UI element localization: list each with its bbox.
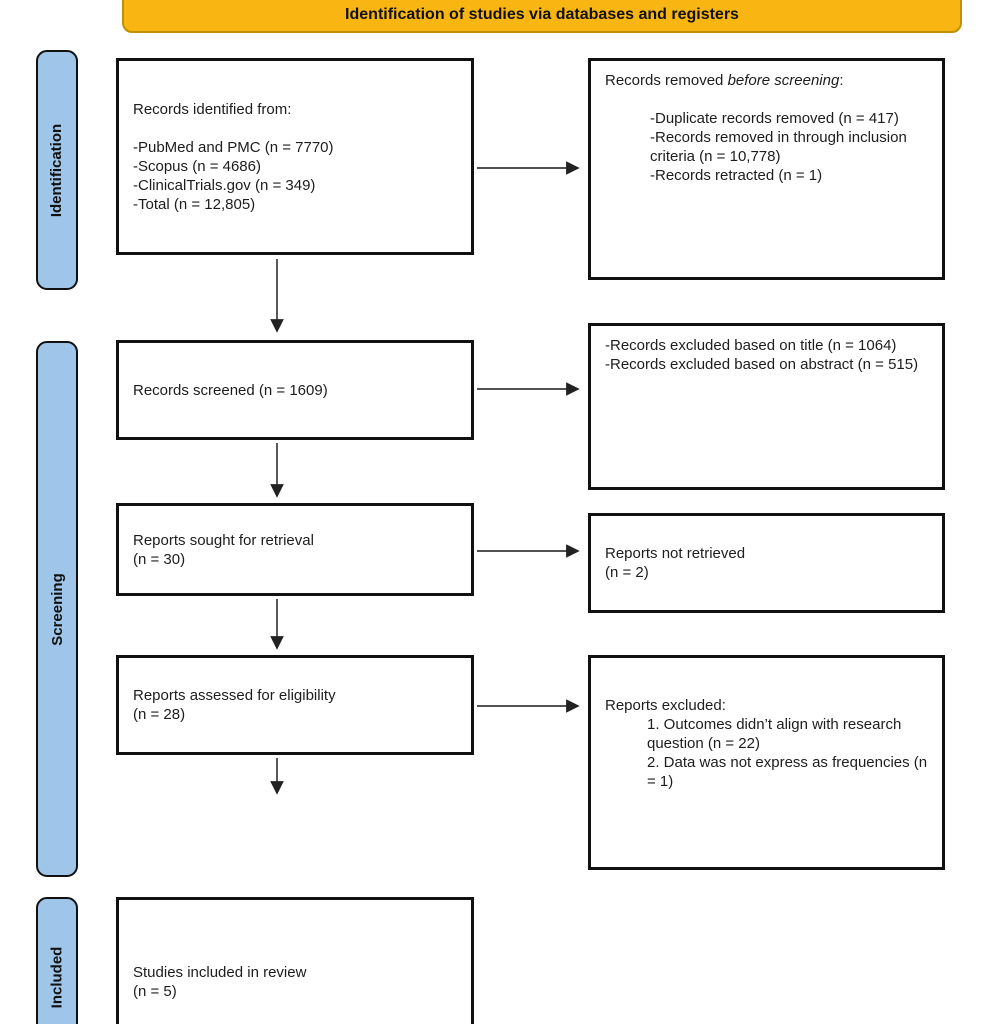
removed-duplicates: -Duplicate records removed (n = 417) xyxy=(650,110,899,127)
box-reports-sought: Reports sought for retrieval (n = 30) xyxy=(116,503,474,596)
excluded-by-abstract: -Records excluded based on abstract (n =… xyxy=(605,356,919,373)
box-studies-included-line2: (n = 5) xyxy=(133,983,177,1000)
box-reports-excluded: Reports excluded: 1. Outcomes didn’t ali… xyxy=(588,655,945,870)
stage-label-included-text: Included xyxy=(48,946,66,1008)
box-records-excluded: -Records excluded based on title (n = 10… xyxy=(588,323,945,490)
diagram-title: Identification of studies via databases … xyxy=(345,6,739,23)
removed-inclusion-criteria: -Records removed in through inclusion cr… xyxy=(650,129,907,165)
box-reports-excluded-title: Reports excluded: xyxy=(605,697,726,714)
source-clinicaltrials: -ClinicalTrials.gov (n = 349) xyxy=(133,176,316,194)
box-studies-included-line1: Studies included in review xyxy=(133,964,307,981)
box-records-identified: Records identified from: -PubMed and PMC… xyxy=(116,58,474,255)
source-scopus: -Scopus (n = 4686) xyxy=(133,157,261,175)
box-reports-not-retrieved: Reports not retrieved (n = 2) xyxy=(588,513,945,613)
box-records-removed-title: Records removed before screening: xyxy=(605,71,928,90)
title-banner: Identification of studies via databases … xyxy=(122,0,962,33)
stage-label-screening: Screening xyxy=(36,341,78,877)
excluded-by-title: -Records excluded based on title (n = 10… xyxy=(605,337,897,354)
stage-label-included: Included xyxy=(36,897,78,1024)
box-records-identified-title: Records identified from: xyxy=(133,100,292,118)
box-records-removed: Records removed before screening: -Dupli… xyxy=(588,58,945,280)
box-reports-not-retrieved-line1: Reports not retrieved xyxy=(605,545,746,562)
source-pubmed: -PubMed and PMC (n = 7770) xyxy=(133,138,334,156)
box-records-removed-title-italic: before screening xyxy=(727,72,840,89)
box-records-removed-title-prefix: Records removed xyxy=(605,72,728,89)
stage-label-identification-text: Identification xyxy=(48,123,66,217)
box-reports-not-retrieved-line2: (n = 2) xyxy=(605,564,649,581)
box-records-screened: Records screened (n = 1609) xyxy=(116,340,474,440)
box-reports-sought-line1: Reports sought for retrieval xyxy=(133,531,314,549)
removed-retracted: -Records retracted (n = 1) xyxy=(650,167,823,184)
box-studies-included: Studies included in review (n = 5) xyxy=(116,897,474,1024)
excluded-reason-frequencies: 2. Data was not express as frequencies (… xyxy=(647,754,928,790)
stage-label-screening-text: Screening xyxy=(48,572,66,646)
box-reports-assessed-line2: (n = 28) xyxy=(133,706,186,723)
box-reports-assessed: Reports assessed for eligibility (n = 28… xyxy=(116,655,474,755)
stage-label-identification: Identification xyxy=(36,50,78,290)
box-records-removed-title-suffix: : xyxy=(839,72,844,89)
box-reports-assessed-line1: Reports assessed for eligibility xyxy=(133,687,336,704)
box-records-screened-text: Records screened (n = 1609) xyxy=(133,381,328,399)
source-total: -Total (n = 12,805) xyxy=(133,195,256,213)
box-reports-sought-line2: (n = 30) xyxy=(133,550,186,568)
excluded-reason-outcomes: 1. Outcomes didn’t align with research q… xyxy=(647,716,902,752)
